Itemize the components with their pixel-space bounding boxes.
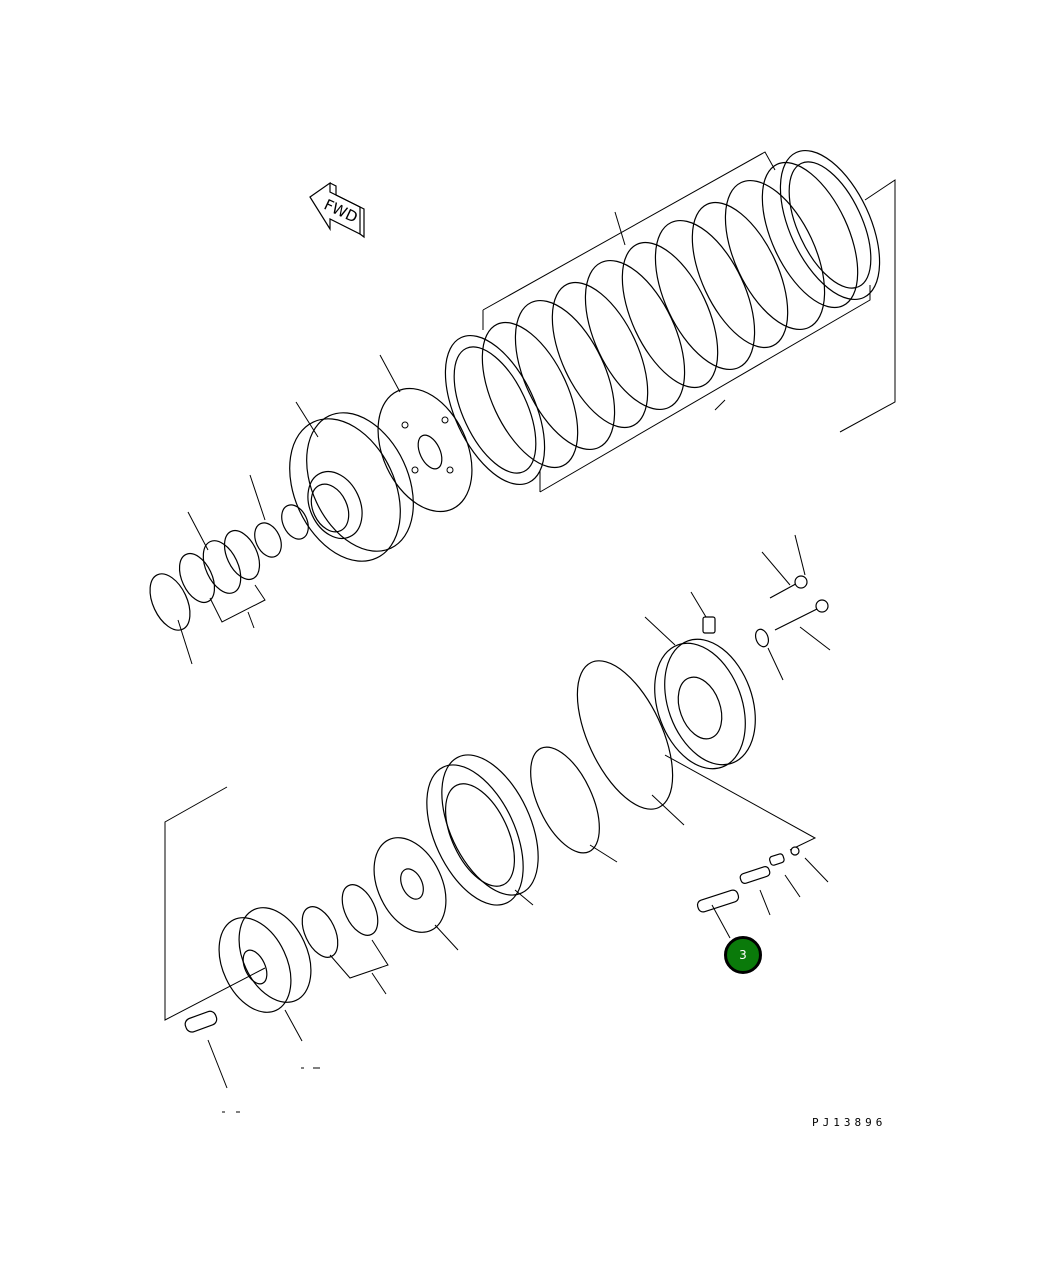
pressure-plate [377,354,473,513]
plug [690,591,716,634]
callout-number: 3 [739,948,747,962]
o-rings [530,660,685,863]
sleeve [249,474,309,558]
drawing-id: PJ13896 [812,1116,887,1129]
fwd-arrow-icon: FWD [309,181,365,239]
clutch-discs [444,149,881,486]
valve-parts [696,846,829,939]
clutch-hub [289,401,414,562]
plate [373,837,459,951]
gear [218,907,312,1042]
lower-bracket [164,754,817,1021]
snap-ring [149,573,193,665]
seal-rings [301,884,389,995]
clutch-pack-bracket [482,151,896,493]
spring [184,1010,228,1089]
callout-3[interactable]: 3 [724,936,762,974]
piston [426,754,539,906]
bearing-set [178,511,266,629]
bolts [754,534,831,681]
housing [644,616,756,770]
